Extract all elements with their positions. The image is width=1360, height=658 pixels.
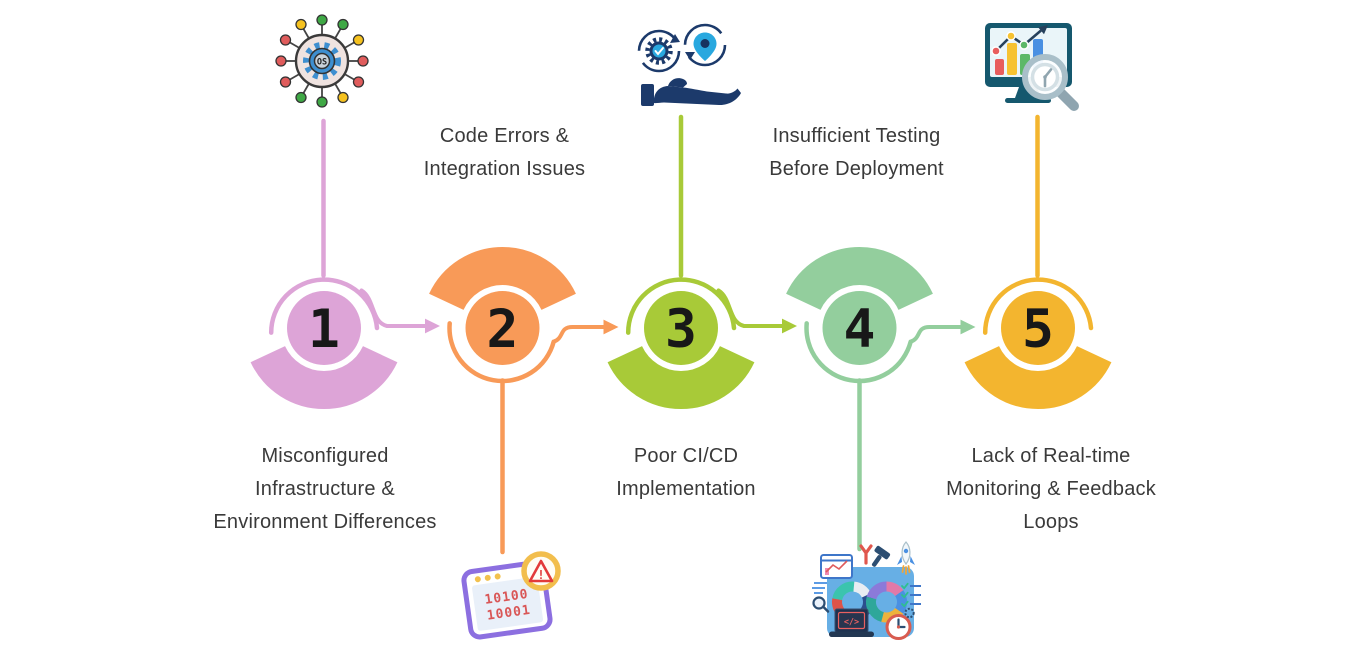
binary-text-line-2: 10001 — [486, 603, 532, 624]
step-5-strokes — [964, 114, 1112, 409]
step-1-label-line: Infrastructure & — [255, 478, 395, 500]
step-2-fills — [465, 291, 619, 365]
cicd-hand-icon — [637, 23, 741, 106]
gear-check-icon — [645, 37, 673, 65]
cicd-left-cycle-arc — [637, 29, 681, 73]
step-5-crescent — [964, 345, 1112, 409]
hammer-icon — [871, 545, 891, 567]
step-2-label: Code Errors & Integration Issues — [352, 120, 657, 186]
trend-line — [991, 25, 1048, 56]
step-3-fills — [644, 291, 797, 365]
step-1-fills — [287, 291, 440, 365]
trend-arrow-head — [1038, 25, 1048, 35]
step-5-label-line: Monitoring & Feedback — [946, 478, 1156, 500]
step-3-badge: 3 — [607, 114, 797, 409]
step-2-label-line: Integration Issues — [423, 158, 586, 180]
step-2-label-line: Code Errors & — [439, 125, 570, 147]
clock-icon — [885, 607, 915, 640]
arrow-1-to-2-curve — [359, 288, 428, 328]
checklist-icon — [901, 582, 921, 608]
step-5-label-line: Loops — [1023, 511, 1079, 533]
os-gear-hub — [313, 52, 331, 70]
step-5-label-line: Lack of Real-time — [971, 445, 1131, 467]
arrow-1-to-2-head — [425, 318, 440, 334]
step-5-number: 5 — [1022, 299, 1054, 360]
monitoring-magnifier-icon — [985, 23, 1079, 111]
step-1-badge: 1 — [250, 118, 440, 409]
step-2-crescent — [429, 247, 576, 311]
step-2-badge: 2 — [429, 247, 619, 555]
step-4-label: Insufficient Testing Before Deployment — [704, 120, 1009, 186]
arrow-4-to-5-curve — [908, 325, 964, 344]
arrow-2-to-3-curve — [551, 325, 607, 344]
location-pin-icon — [693, 32, 717, 61]
warning-triangle — [528, 559, 554, 583]
step-2-circle — [465, 291, 540, 365]
devops-loop-icon: </> — [812, 541, 921, 640]
step-3-strokes — [607, 114, 785, 409]
step-1-label-line: Misconfigured — [261, 445, 389, 467]
step-4-badge: 4 — [786, 247, 976, 552]
step-1-number: 1 — [308, 299, 340, 360]
step-1-strokes — [250, 118, 428, 409]
step-1-circle — [287, 291, 361, 365]
step-1-label-line: Environment Differences — [213, 511, 437, 533]
step-4-thin-arc — [804, 321, 913, 384]
step-4-label-line: Before Deployment — [769, 158, 944, 180]
magnifier-handle — [1055, 87, 1079, 111]
step-5-label: Lack of Real-time Monitoring & Feedback … — [880, 440, 1222, 539]
arrow-4-to-5-head — [960, 319, 976, 335]
step-4-crescent — [786, 247, 933, 311]
step-5-thin-arc — [982, 277, 1094, 335]
cicd-left-arc-arrowhead — [670, 34, 680, 43]
check-mark — [654, 47, 664, 56]
step-2-thin-arc — [447, 321, 556, 384]
step-5-fills — [1001, 291, 1075, 365]
step-5-circle — [1001, 291, 1075, 365]
os-gear-teeth — [303, 42, 341, 80]
step-4-circle — [822, 291, 897, 365]
step-1-crescent — [250, 345, 398, 409]
step-3-number: 3 — [665, 299, 697, 360]
magnifier-clock-icon — [1022, 54, 1079, 111]
step-5-badge: 5 — [964, 114, 1112, 409]
step-3-circle — [644, 291, 718, 365]
step-4-fills — [822, 291, 976, 365]
wrench-icon — [859, 544, 873, 565]
os-infrastructure-icon: OS — [275, 14, 369, 108]
os-label-text: OS — [317, 58, 327, 68]
step-3-label-line: Poor CI/CD — [633, 445, 739, 467]
step-3-crescent — [607, 345, 755, 409]
step-2-number: 2 — [487, 299, 519, 360]
arrow-3-to-4-head — [782, 318, 797, 334]
code-window-screen — [472, 576, 544, 631]
step-1-label: Misconfigured Infrastructure & Environme… — [155, 440, 495, 539]
step-4-strokes — [786, 247, 964, 552]
step-3-label: Poor CI/CD Implementation — [536, 440, 836, 506]
warning-badge-icon: ! — [521, 551, 561, 591]
binary-text-line-1: 10100 — [484, 587, 530, 608]
step-4-number: 4 — [844, 299, 876, 360]
holding-hand — [641, 78, 741, 106]
rocket-icon — [897, 541, 915, 575]
step-3-label-line: Implementation — [616, 478, 756, 500]
cicd-right-arc-arrowhead — [685, 52, 695, 60]
arrow-3-to-4-curve — [716, 288, 785, 328]
code-error-window-icon: 10100 10001 ! — [461, 551, 561, 640]
os-node-dots — [275, 14, 369, 108]
cicd-right-cycle-arc — [683, 23, 727, 67]
arrow-2-to-3-head — [603, 319, 619, 335]
gear-icon — [904, 607, 915, 619]
bar-chart — [995, 39, 1043, 75]
search-notes-icon — [812, 582, 830, 613]
step-4-label-line: Insufficient Testing — [772, 125, 941, 147]
mini-browser-chart-icon — [820, 554, 853, 579]
warning-exclamation: ! — [537, 568, 544, 582]
code-tag-text: </> — [844, 618, 859, 628]
code-laptop-icon: </> — [829, 608, 874, 637]
step-2-strokes — [429, 247, 607, 555]
